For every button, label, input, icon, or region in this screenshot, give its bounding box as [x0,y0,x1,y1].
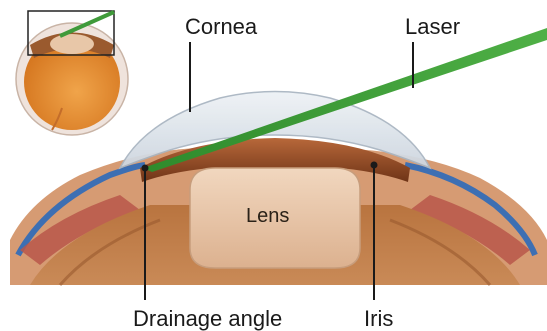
laser-label: Laser [405,14,460,39]
iris-label: Iris [364,306,393,331]
drainage-angle-label: Drainage angle [133,306,282,331]
inset-lens [50,34,94,54]
drainage-angle-dot [142,165,149,172]
cornea-label: Cornea [185,14,258,39]
lens-label: Lens [246,205,289,227]
inset-eyeball [16,11,128,135]
iris-dot [371,162,378,169]
